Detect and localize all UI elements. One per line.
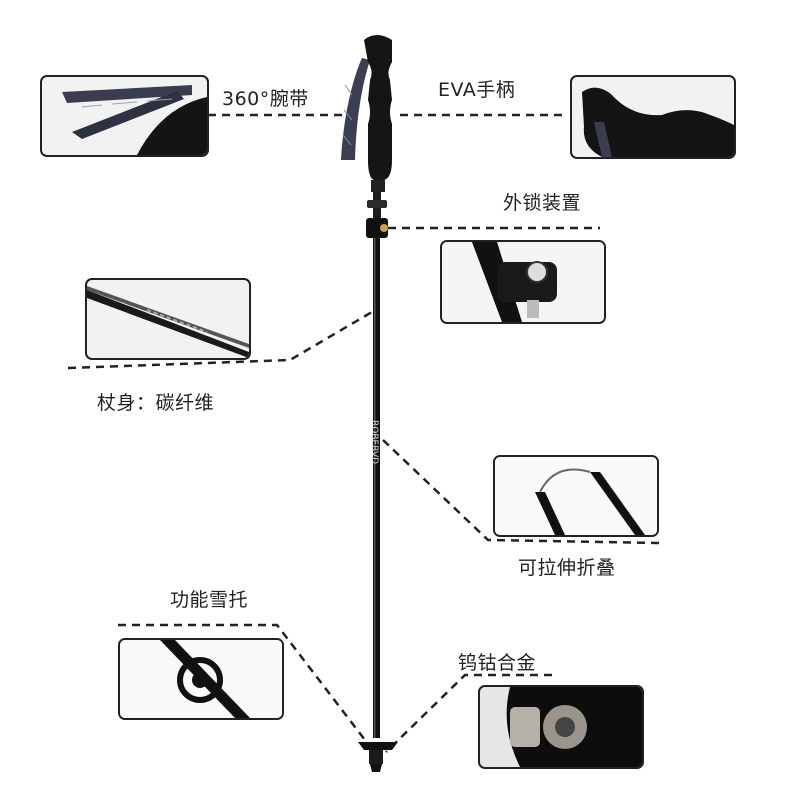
lock-closeup-icon [442, 242, 604, 322]
tip-callout-image [478, 685, 644, 769]
lock-callout-image [440, 240, 606, 324]
fold-callout-image [493, 455, 659, 537]
folding-closeup-icon [495, 457, 657, 535]
external-lock-icon [366, 200, 388, 238]
carbon-shaft-closeup-icon [87, 286, 249, 358]
snow-basket-icon [358, 742, 398, 772]
strap-callout-image [40, 75, 209, 157]
fold-label: 可拉伸折叠 [518, 557, 616, 579]
tip-label: 钨钴合金 [458, 652, 537, 674]
basket-leader-line [118, 623, 366, 741]
tip-leader-line [385, 673, 552, 753]
eva-grip-icon [364, 35, 392, 180]
grip-closeup-icon [582, 87, 734, 157]
shaft-callout-image [85, 278, 251, 360]
grip-label: EVA手柄 [438, 79, 516, 101]
grip-callout-image [570, 75, 736, 159]
strap-closeup-icon [62, 85, 207, 155]
grip-collar [371, 180, 385, 192]
shaft-leader-line [67, 310, 373, 370]
strap-label: 360°腕带 [222, 88, 309, 110]
tungsten-tip-closeup-icon [480, 687, 642, 767]
wrist-strap-icon [341, 58, 370, 160]
snow-basket-closeup-icon [120, 640, 282, 718]
shaft-brand-text: ROBERVD [369, 420, 379, 464]
shaft-label: 杖身：碳纤维 [97, 392, 215, 414]
fold-leader-line [382, 439, 661, 545]
basket-label: 功能雪托 [170, 589, 249, 611]
basket-callout-image [118, 638, 284, 720]
lock-label: 外锁装置 [503, 192, 582, 214]
carbon-shaft [373, 238, 380, 738]
